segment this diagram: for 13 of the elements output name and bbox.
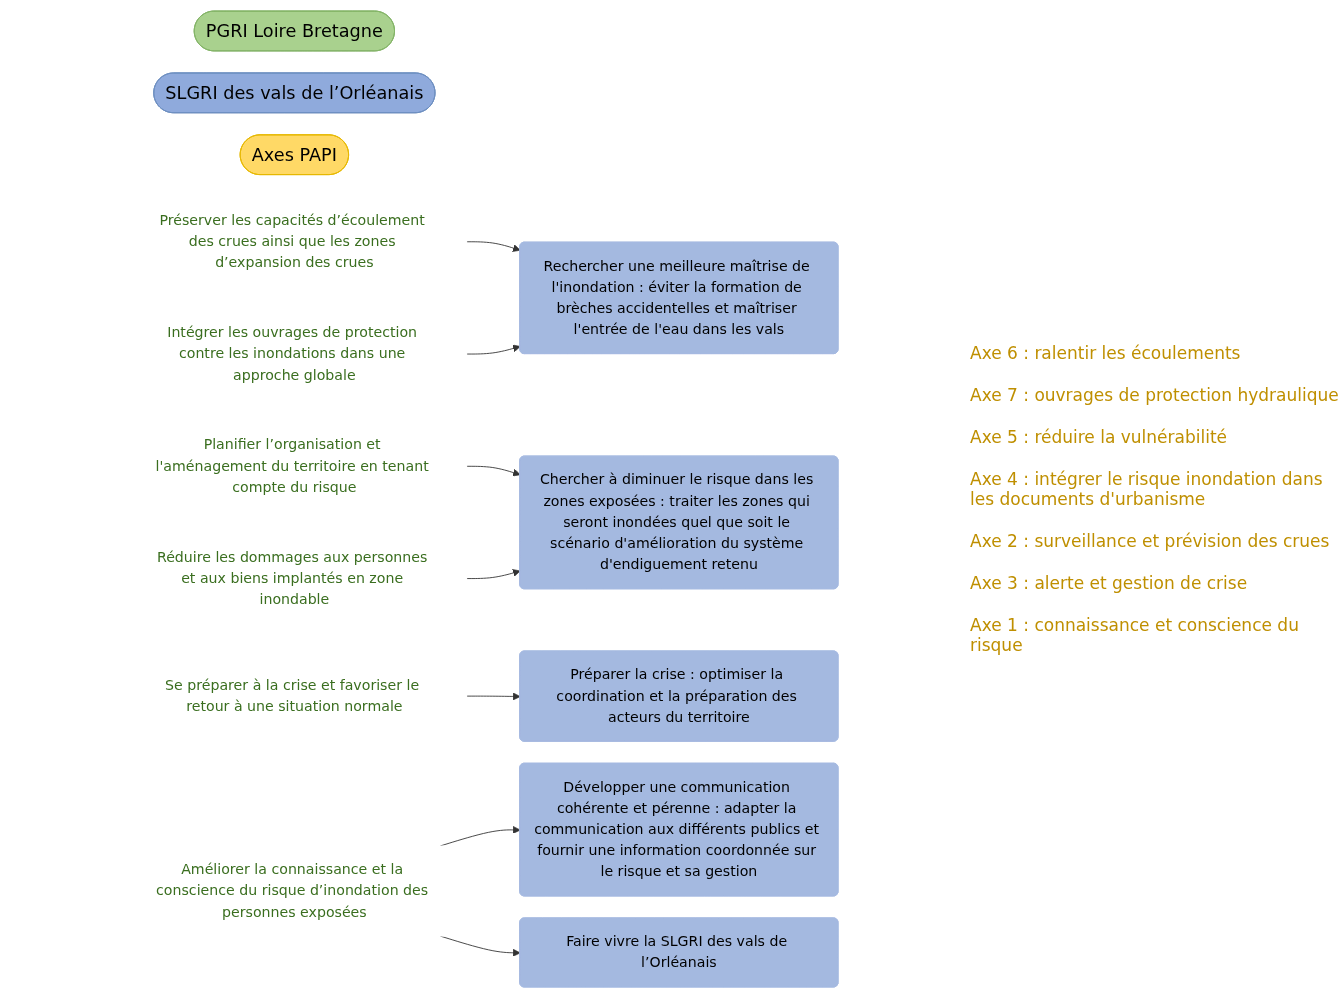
node-text: Préserver les capacités d’écoulement des crues ainsi que les zones d’expansion des crues — [159, 211, 425, 271]
axis-label: Axe 1 : connaissance et conscience du risque — [970, 615, 1300, 655]
node-text: Améliorer la connaissance et la conscience du risque d’inondation des personnes exposées — [156, 860, 429, 921]
axis-label: Axe 4 : intégrer le risque inondation dans les documents d'urbanisme — [970, 469, 1324, 509]
axis-label: Axe 2 : surveillance et prévision des crues — [970, 531, 1331, 551]
axis-label: Axe 6 : ralentir les écoulements — [970, 343, 1242, 363]
node-text: Se préparer à la crise et favoriser le retour à une situation normale — [165, 676, 420, 715]
node-text: Réduire les dommages aux personnes et aux biens implantés en zone inondable — [156, 548, 428, 608]
node-text: Planifier l’organisation et l'aménagement du territoire en tenant compte du risque — [155, 436, 429, 496]
axis-label: Axe 7 : ouvrages de protection hydraulique — [970, 385, 1340, 405]
axis-label: Axe 5 : réduire la vulnérabilité — [970, 427, 1229, 447]
axis-label: Axe 3 : alerte et gestion de crise — [970, 573, 1249, 593]
node-text: Intégrer les ouvrages de protection contre les inondations dans une approche globale — [167, 323, 418, 384]
